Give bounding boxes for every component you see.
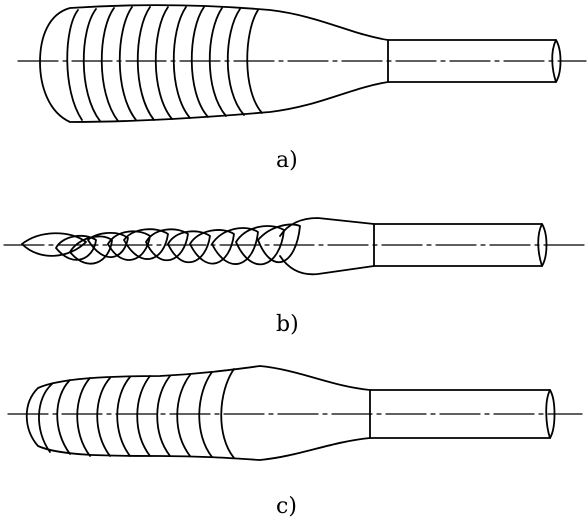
caption-b: b) — [276, 312, 299, 337]
figure-a-ripples — [66, 6, 263, 122]
figure-b-droplets — [21, 223, 301, 266]
figure-c-rod-break — [545, 389, 551, 439]
figure-a — [17, 4, 587, 123]
caption-c: c) — [276, 494, 297, 519]
figure-c — [7, 365, 583, 461]
figure-a-bead-outline — [39, 4, 389, 123]
figure-b — [3, 217, 587, 276]
figure-c-bead-outline — [25, 365, 371, 461]
caption-a: a) — [276, 148, 298, 173]
figure-b-tip — [279, 217, 375, 276]
